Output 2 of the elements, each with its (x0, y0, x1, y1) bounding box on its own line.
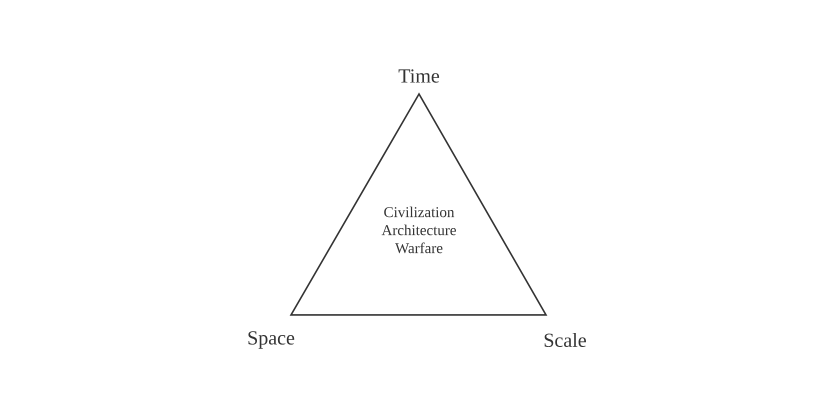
vertex-label: Scale (544, 332, 586, 348)
vertex-label: Space (248, 331, 294, 349)
